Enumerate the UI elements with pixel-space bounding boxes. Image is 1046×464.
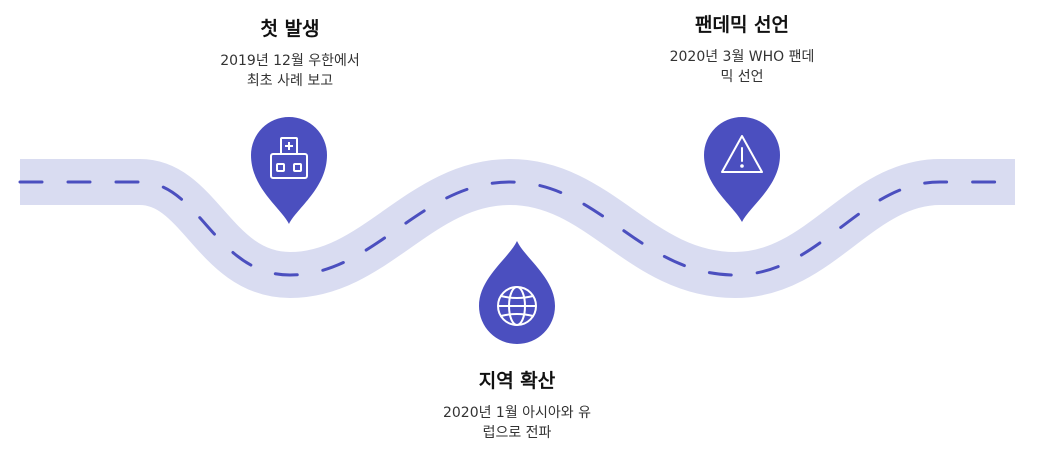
description-line: 럽으로 전파: [482, 425, 552, 441]
milestone-label-3: 팬데믹 선언 2020년 3월 WHO 팬데 믹 선언: [642, 10, 842, 87]
milestone-label-1: 첫 발생 2019년 12월 우한에서 최초 사례 보고: [190, 14, 390, 91]
milestone-label-2: 지역 확산 2020년 1월 아시아와 유 럽으로 전파: [417, 366, 617, 443]
description-line: 2019년 12월 우한에서: [220, 53, 360, 69]
milestone-description: 2020년 3월 WHO 팬데 믹 선언: [642, 47, 842, 87]
milestone-description: 2020년 1월 아시아와 유 럽으로 전파: [417, 403, 617, 443]
description-line: 최초 사례 보고: [246, 73, 334, 89]
milestone-pin-2: [479, 241, 555, 344]
pin-shape: [704, 117, 780, 222]
pin-shape: [479, 241, 555, 344]
milestone-title: 첫 발생: [260, 18, 320, 40]
description-line: 2020년 1월 아시아와 유: [442, 405, 592, 421]
warning-icon: [721, 135, 763, 173]
milestone-description: 2019년 12월 우한에서 최초 사례 보고: [190, 51, 390, 91]
milestone-title: 팬데믹 선언: [694, 14, 789, 36]
road-center-dashes: [18, 180, 1017, 277]
hospital-icon: [270, 137, 308, 179]
globe-icon: [497, 286, 537, 326]
description-line: 2020년 3월 WHO 팬데: [669, 49, 815, 65]
description-line: 믹 선언: [720, 69, 764, 85]
milestone-title: 지역 확산: [478, 370, 556, 392]
milestone-pin-1: [251, 117, 327, 224]
milestone-pin-3: [704, 117, 780, 222]
pin-shape: [251, 117, 327, 224]
